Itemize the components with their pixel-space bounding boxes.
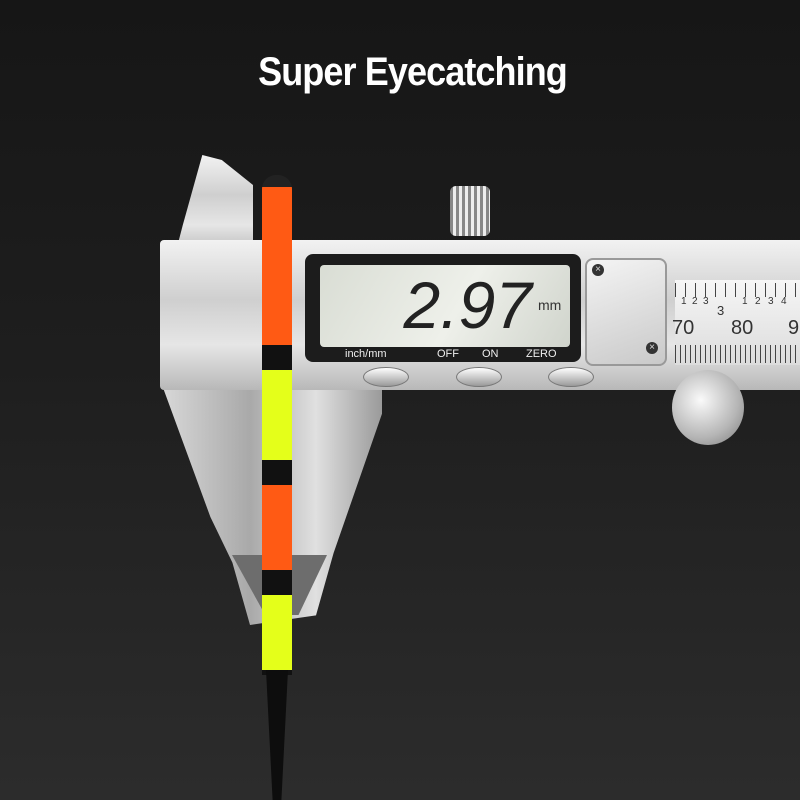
measurement-reading: 2.97 [403,268,532,342]
vernier-number: 2 [755,296,761,307]
vernier-number: 1 [681,296,687,307]
float-stem [266,670,288,800]
locking-screw-knob [450,186,490,236]
scale-number: 9 [788,317,800,339]
vernier-number: 2 [692,296,698,307]
vernier-number: 4 [781,296,787,307]
vernier-number: 3 [768,296,774,307]
inch-mm-label: inch/mm [345,348,387,360]
zero-label: ZERO [526,348,557,360]
scale-number: 70 [672,317,695,339]
off-button [456,367,502,387]
vernier-number: 3 [703,296,709,307]
measurement-unit: mm [538,297,562,313]
off-label: OFF [437,348,459,360]
screw-icon: × [592,264,604,276]
on-zero-button [548,367,594,387]
vernier-number: 3 [717,303,725,318]
scale-number: 80 [731,317,754,339]
thumb-wheel [672,370,744,445]
lcd-screen [320,265,570,347]
on-label: ON [482,348,499,360]
fishing-float [262,175,292,675]
vernier-number: 1 [742,296,748,307]
inch-mm-button [363,367,409,387]
headline: Super Eyecatching [258,50,568,94]
screw-icon: × [646,342,658,354]
main-scale-ticks [675,345,800,363]
vernier-ticks [675,283,800,297]
